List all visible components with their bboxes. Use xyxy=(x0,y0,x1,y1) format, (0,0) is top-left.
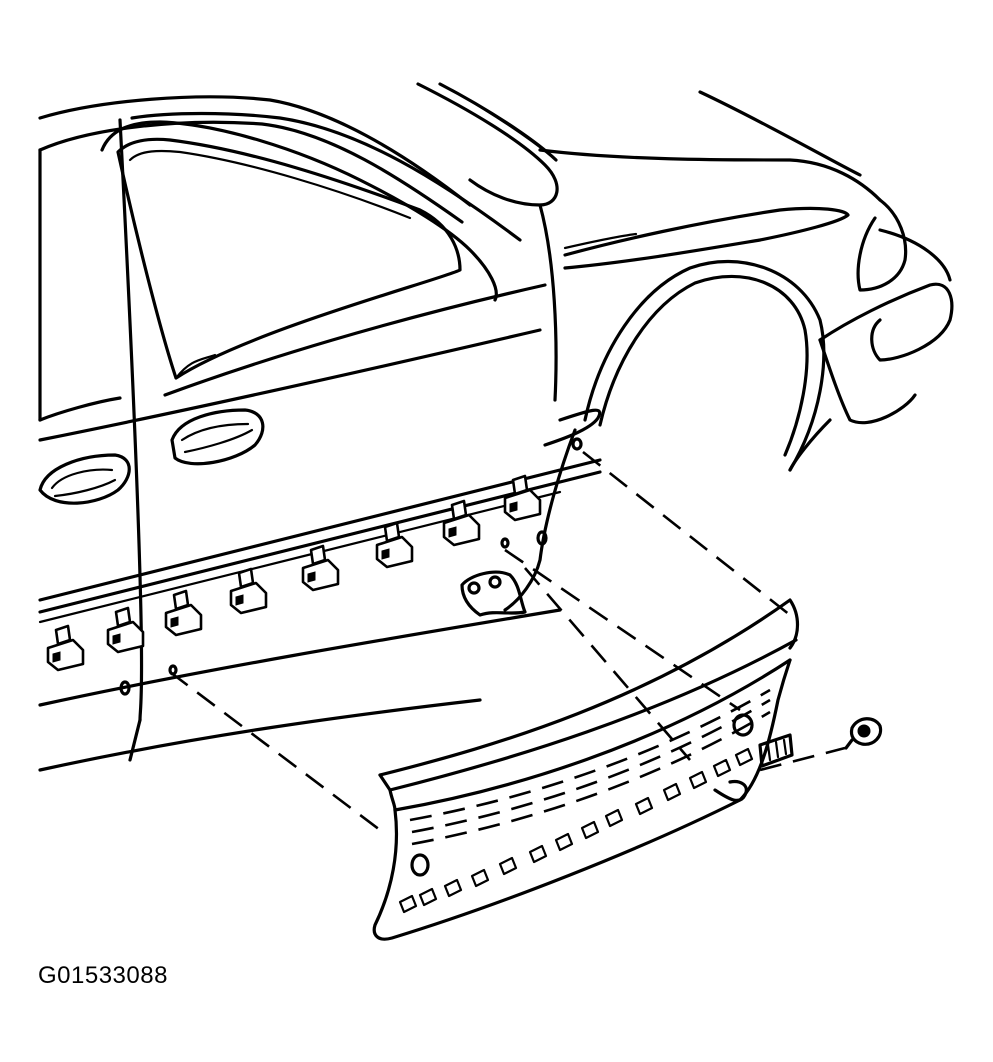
clip xyxy=(503,474,542,522)
clip xyxy=(375,521,414,569)
molding-retaining-clips xyxy=(46,474,542,672)
installation-leader-lines xyxy=(169,450,846,832)
rocker-panel-molding xyxy=(372,598,800,941)
molding-fastener xyxy=(844,717,883,750)
clip xyxy=(229,567,268,615)
clip xyxy=(301,544,340,592)
clip xyxy=(106,606,145,654)
vehicle-body-outline xyxy=(38,82,954,772)
clip xyxy=(164,589,203,637)
figure-id-label: G01533088 xyxy=(38,962,168,989)
molding-clip-sockets xyxy=(398,747,754,914)
clip xyxy=(46,624,85,672)
clip xyxy=(442,499,481,547)
